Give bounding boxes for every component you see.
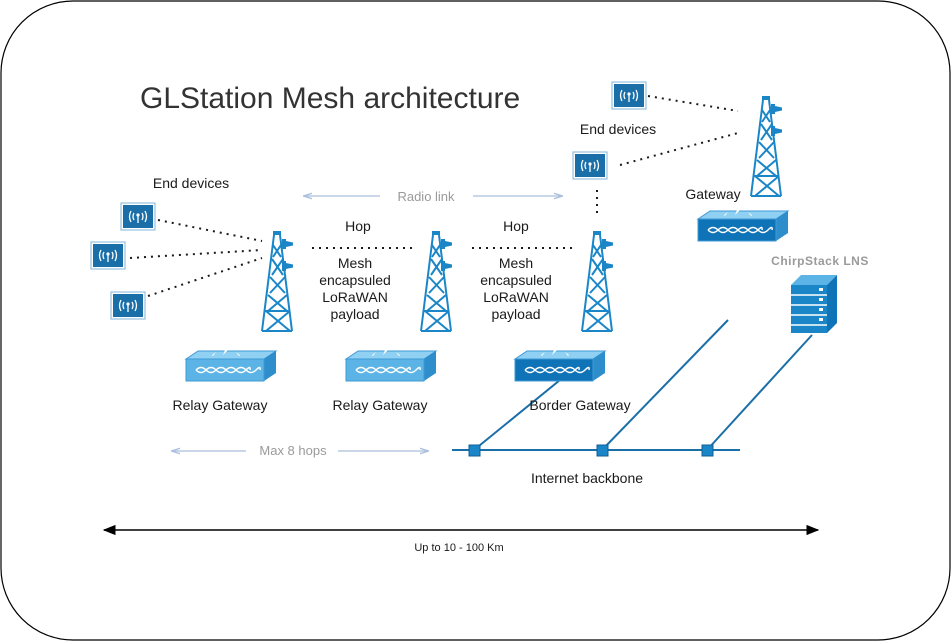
gateway-label: Gateway: [685, 186, 740, 202]
radio-link-label: Radio link: [397, 189, 455, 204]
backbone-port-2: [596, 444, 609, 457]
backbone-port-1: [468, 444, 481, 457]
relay-gateway-label-2: Relay Gateway: [333, 397, 428, 413]
backbone-links: [452, 319, 813, 451]
backbone-port-3: [701, 444, 714, 457]
chirpstack-server-icon: [790, 274, 838, 334]
payload-line: encapsuled: [480, 272, 552, 288]
max-hops-label: Max 8 hops: [259, 443, 327, 458]
end-device-icon: [110, 291, 146, 320]
hop-label-2: Hop: [503, 218, 529, 234]
end-device-icon: [90, 241, 126, 270]
payload-line: Mesh: [338, 255, 372, 271]
payload-line: encapsuled: [319, 272, 391, 288]
payload-line: LoRaWAN: [322, 289, 388, 305]
page-title: GLStation Mesh architecture: [140, 82, 520, 115]
hop-links: [312, 95, 739, 249]
payload-line: payload: [491, 306, 540, 322]
end-devices-label-right: End devices: [580, 121, 656, 137]
end-devices-label-left: End devices: [153, 175, 229, 191]
relay-gateway-label-1: Relay Gateway: [173, 397, 268, 413]
payload-line: Mesh: [499, 255, 533, 271]
border-gateway-label: Border Gateway: [529, 397, 630, 413]
end-device-icon: [572, 151, 608, 180]
distance-label: Up to 10 - 100 Km: [414, 542, 503, 554]
payload-line: LoRaWAN: [483, 289, 549, 305]
internet-backbone-label: Internet backbone: [531, 470, 643, 486]
chirpstack-label: ChirpStack LNS: [771, 254, 869, 268]
left-device-links: [129, 219, 263, 297]
end-device-icon: [120, 202, 156, 231]
end-device-icon: [611, 81, 647, 110]
payload-line: payload: [330, 306, 379, 322]
payload-label-2: Mesh encapsuled LoRaWAN payload: [480, 255, 552, 322]
payload-label-1: Mesh encapsuled LoRaWAN payload: [319, 255, 391, 322]
hop-label-1: Hop: [345, 218, 371, 234]
